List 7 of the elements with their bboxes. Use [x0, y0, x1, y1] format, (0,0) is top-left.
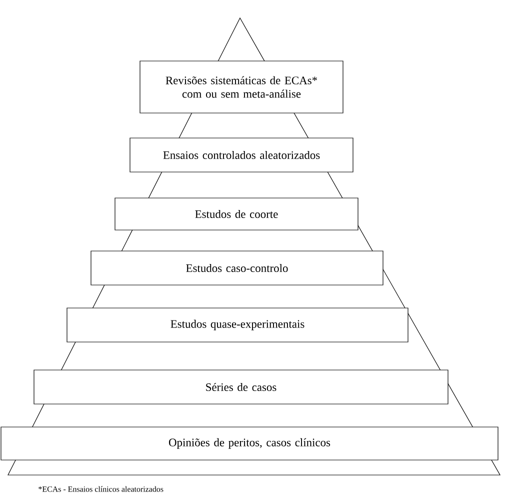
level-box: Ensaios controlados aleatorizados [130, 138, 354, 172]
level-box: Estudos de coorte [114, 198, 358, 230]
level-box: Revisões sistemáticas de ECAs* com ou sem meta-análise [140, 60, 344, 114]
level-box: Estudos quase-experimentais [66, 308, 408, 342]
level-box: Séries de casos [34, 370, 448, 404]
level-box: Estudos caso-controlo [90, 250, 384, 286]
level-box: Opiniões de peritos, casos clínicos [0, 426, 498, 460]
